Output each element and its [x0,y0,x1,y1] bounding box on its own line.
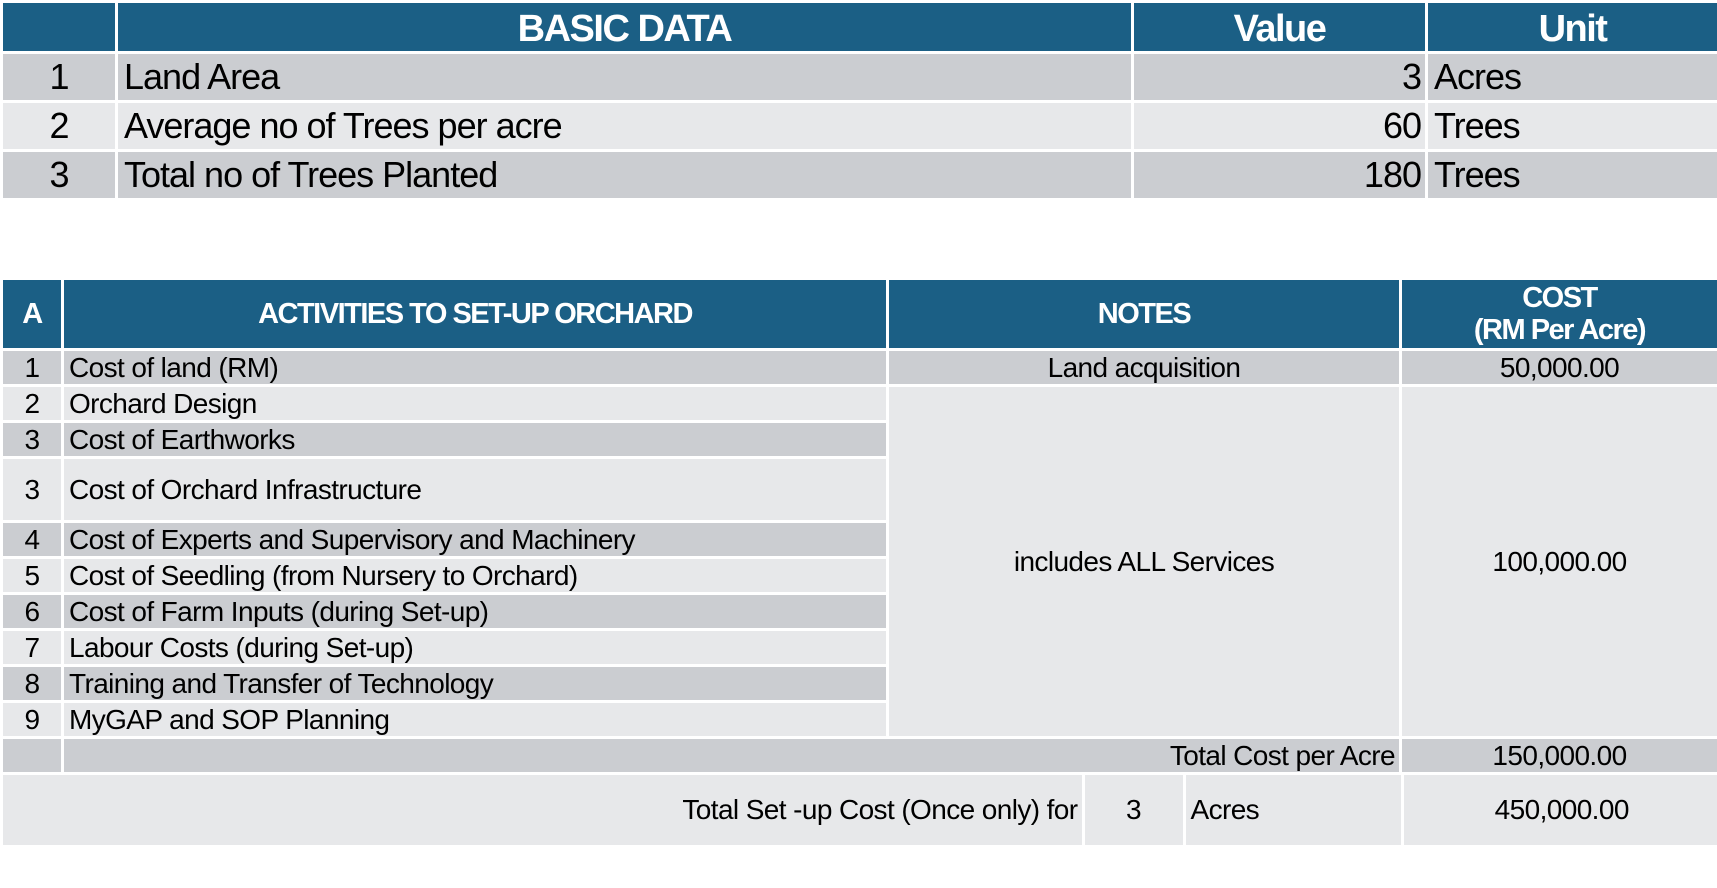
row-unit: Trees [1425,100,1717,152]
setup-cost-inner: Total Set -up Cost (Once only) for 3 Acr… [4,776,1716,844]
header-cost: COST (RM Per Acre) [1399,277,1717,351]
row-number: 6 [0,592,64,631]
services-cost: 100,000.00 [1399,384,1717,739]
row-label: Average no of Trees per acre [115,100,1134,152]
table-row: 2 Orchard Design includes ALL Services 1… [0,384,1717,739]
cost-table-header-row: A ACTIVITIES TO SET-UP ORCHARD NOTES COS… [0,277,1717,351]
header-notes: NOTES [886,277,1402,351]
row-number: 9 [0,700,64,739]
row-label: Total no of Trees Planted [115,149,1134,201]
setup-cost-cell: Total Set -up Cost (Once only) for 3 Acr… [0,772,1717,848]
table-row: 3 Cost of Orchard Infrastructure [0,456,1717,523]
table-row: 8 Training and Transfer of Technology [0,664,1717,703]
row-number: 4 [0,520,64,559]
basic-data-table: BASIC DATA Value Unit 1 Land Area 3 Acre… [0,0,1717,201]
header-activities: ACTIVITIES TO SET-UP ORCHARD [61,277,889,351]
row-label: Land Area [115,51,1134,103]
total-row-blank [0,736,64,775]
row-number: 2 [0,384,64,423]
basic-data-header-row: BASIC DATA Value Unit [0,0,1717,54]
row-number: 2 [0,100,118,152]
row-unit: Trees [1425,149,1717,201]
header-basic-data: BASIC DATA [115,0,1134,54]
table-row: 1 Cost of land (RM) Land acquisition 50,… [0,348,1717,387]
setup-cost-value: 450,000.00 [1402,776,1716,844]
table-row: 3 Total no of Trees Planted 180 Trees [0,149,1717,201]
header-cost-line1: COST [1522,282,1598,314]
row-unit: Acres [1425,51,1717,103]
table-row: 3 Cost of Earthworks [0,420,1717,459]
row-number: 7 [0,628,64,667]
table-row: 1 Land Area 3 Acres [0,51,1717,103]
row-number: 3 [0,149,118,201]
row-label: Cost of Orchard Infrastructure [61,456,889,523]
row-number: 1 [0,348,64,387]
row-value: 3 [1131,51,1428,103]
row-label: Cost of land (RM) [61,348,889,387]
table-row: 9 MyGAP and SOP Planning [0,700,1717,739]
row-value: 60 [1131,100,1428,152]
row-value: 180 [1131,149,1428,201]
setup-acres-unit: Acres [1184,776,1404,844]
setup-cost-table: A ACTIVITIES TO SET-UP ORCHARD NOTES COS… [0,277,1717,848]
table-row: 2 Average no of Trees per acre 60 Trees [0,100,1717,152]
row-number: 3 [0,456,64,523]
row-number: 3 [0,420,64,459]
total-cost-label: Total Cost per Acre [61,736,1402,775]
row-label: Cost of Farm Inputs (during Set-up) [61,592,889,631]
total-cost-value: 150,000.00 [1399,736,1717,775]
setup-acres-value: 3 [1083,776,1186,844]
header-index-blank [0,0,118,54]
table-row: 4 Cost of Experts and Supervisory and Ma… [0,520,1717,559]
services-note: includes ALL Services [886,384,1402,739]
row-label: Labour Costs (during Set-up) [61,628,889,667]
table-row: 5 Cost of Seedling (from Nursery to Orch… [0,556,1717,595]
row-label: Orchard Design [61,384,889,423]
row-number: 5 [0,556,64,595]
land-note: Land acquisition [886,348,1402,387]
setup-cost-row: Total Set -up Cost (Once only) for 3 Acr… [0,772,1717,848]
header-index: A [0,277,64,351]
row-label: Cost of Earthworks [61,420,889,459]
header-cost-line2: (RM Per Acre) [1473,314,1647,346]
land-cost: 50,000.00 [1399,348,1717,387]
total-cost-row: Total Cost per Acre 150,000.00 [0,736,1717,775]
row-label: Training and Transfer of Technology [61,664,889,703]
setup-cost-label: Total Set -up Cost (Once only) for [4,776,1085,844]
header-value: Value [1131,0,1428,54]
row-number: 1 [0,51,118,103]
table-row: 7 Labour Costs (during Set-up) [0,628,1717,667]
row-label: Cost of Experts and Supervisory and Mach… [61,520,889,559]
row-label: MyGAP and SOP Planning [61,700,889,739]
row-number: 8 [0,664,64,703]
table-row: 6 Cost of Farm Inputs (during Set-up) [0,592,1717,631]
header-unit: Unit [1425,0,1717,54]
row-label: Cost of Seedling (from Nursery to Orchar… [61,556,889,595]
setup-inner-row: Total Set -up Cost (Once only) for 3 Acr… [4,776,1716,844]
